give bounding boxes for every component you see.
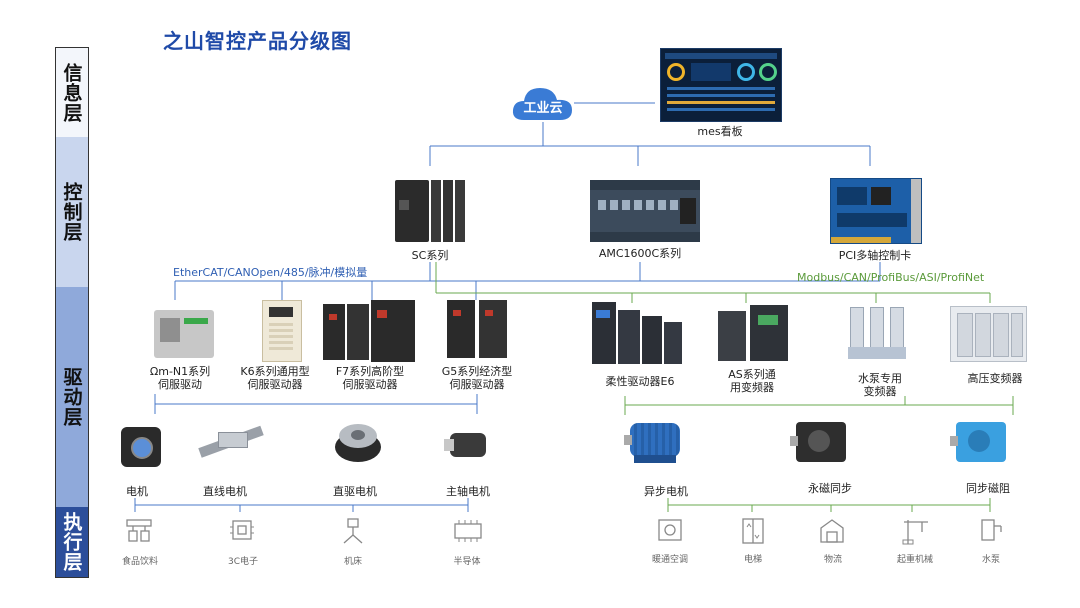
logistics-icon: [820, 519, 844, 543]
servo-drive-2-line2: 伺服驱动器: [247, 378, 303, 391]
spindle-motor-image: [444, 425, 494, 465]
water-pump-icon: [981, 519, 1002, 541]
vfd-drive-1-line1: 柔性驱动器E6: [605, 375, 675, 388]
servo-drive-3-line2: 伺服驱动器: [342, 378, 398, 391]
sc-series-label: SC系列: [411, 249, 449, 262]
vfd-motor-2-label: 永磁同步: [808, 482, 852, 495]
servo-drive-2-line1: K6系列通用型: [240, 365, 310, 378]
hv-vfd-image: [950, 306, 1027, 362]
async-motor-image: [624, 417, 686, 467]
vfd-app-5-label: 水泵: [981, 555, 1000, 565]
servo-drive-4-line2: 伺服驱动器: [449, 378, 505, 391]
servo-app-1-label: 食品饮料: [121, 557, 158, 567]
amc1600c-image: [590, 180, 700, 242]
omega-n1-image: [150, 302, 220, 362]
linear-motor-image: [198, 422, 270, 466]
pm-sync-motor-image: [790, 418, 852, 468]
vfd-app-1-label: 暖通空调: [651, 555, 688, 565]
k6-image: [262, 300, 302, 362]
page-title: 之山智控产品分级图: [163, 29, 352, 53]
cloud-icon: 工业云: [512, 88, 572, 120]
hvac-icon: [658, 519, 682, 541]
servo-motor-1-label: 电机: [126, 485, 148, 498]
cloud-label: 工业云: [523, 100, 562, 116]
servo-motor-2-label: 直线电机: [203, 485, 247, 498]
vfd-drive-2-line2: 用变频器: [730, 381, 774, 394]
vfd-app-4-label: 起重机械: [896, 555, 933, 565]
f7-image: [323, 300, 418, 362]
g5-image: [447, 298, 509, 360]
servo-app-4-label: 半导体: [453, 557, 481, 567]
servo-motor-image: [117, 423, 163, 469]
machine-tool-icon: [343, 518, 363, 544]
vfd-drive-2-line1: AS系列通: [728, 368, 776, 381]
vfd-app-3-label: 物流: [823, 555, 842, 565]
servo-drive-1-line2: 伺服驱动: [158, 378, 202, 391]
servo-drive-4-line1: G5系列经济型: [441, 365, 513, 378]
servo-app-3-label: 机床: [343, 557, 362, 567]
vfd-drive-4-line1: 高压变频器: [967, 372, 1023, 385]
vfd-app-2-label: 电梯: [743, 555, 762, 565]
vfd-protocols: Modbus/CAN/ProfiBus/ASI/ProfiNet: [797, 271, 985, 284]
pci-card-image: [830, 178, 922, 244]
servo-drive-3-line1: F7系列高阶型: [335, 365, 405, 378]
mes-board-screenshot: [660, 48, 782, 122]
layer-exec: 执行层: [55, 507, 89, 578]
vfd-drive-3-line1: 水泵专用: [858, 372, 902, 385]
crane-icon: [902, 520, 928, 545]
vfd-motor-1-label: 异步电机: [644, 485, 688, 498]
vfd-motor-3-label: 同步磁阻: [966, 482, 1010, 495]
sc-series-image: [395, 178, 465, 244]
sync-reluctance-motor-image: [950, 418, 1012, 468]
3c-electronics-icon: [230, 520, 254, 540]
e6-image: [578, 300, 688, 366]
pci-card-label: PCI多轴控制卡: [838, 249, 912, 262]
servo-motor-4-label: 主轴电机: [446, 485, 490, 498]
layer-control: 控制层: [55, 137, 89, 287]
layer-info: 信息层: [55, 47, 89, 137]
amc1600c-label: AMC1600C系列: [598, 247, 682, 260]
vfd-drive-3-line2: 变频器: [863, 385, 897, 398]
mes-board-label: mes看板: [697, 125, 743, 138]
pump-vfd-image: [848, 303, 908, 361]
food-beverage-icon: [126, 519, 152, 542]
servo-motor-3-label: 直驱电机: [333, 485, 377, 498]
layer-drive: 驱动层: [55, 287, 89, 507]
semiconductor-icon: [454, 520, 482, 542]
servo-app-2-label: 3C电子: [227, 557, 258, 567]
as-series-image: [718, 305, 788, 361]
direct-drive-motor-image: [333, 418, 383, 468]
elevator-icon: [742, 518, 764, 544]
servo-drive-1-line1: Ωm-N1系列: [149, 365, 211, 378]
servo-protocols: EtherCAT/CANOpen/485/脉冲/模拟量: [173, 266, 368, 279]
